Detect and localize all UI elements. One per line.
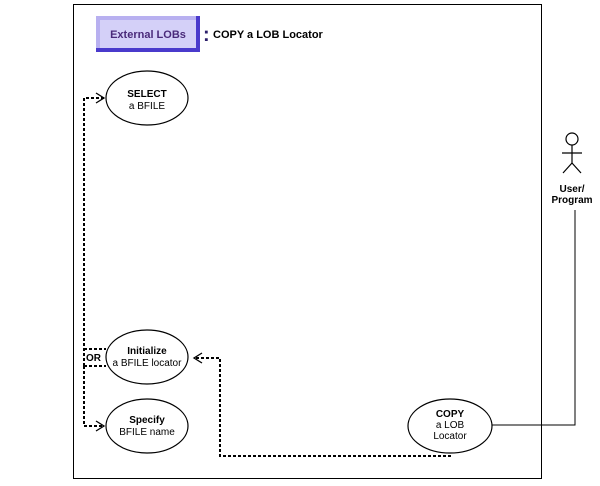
use-case-ellipse: [105, 329, 189, 385]
use-case-title: SELECT: [127, 89, 166, 100]
dependency-lines: [83, 97, 451, 457]
use-case-subtitle: a LOB: [436, 420, 465, 431]
arrowhead-initialize: [192, 352, 203, 364]
use-case-initialize-locator[interactable]: Initialize a BFILE locator: [105, 329, 189, 385]
arrowhead-specify: [95, 420, 106, 432]
use-case-title: Specify: [129, 415, 165, 426]
actor-user-program[interactable]: User/ Program: [551, 132, 593, 206]
actor-label-line1: User/: [559, 184, 584, 195]
use-case-title: COPY: [436, 409, 465, 420]
specify-connector: [83, 366, 104, 427]
actor-label-line2: Program: [551, 195, 592, 206]
select-connector: [83, 97, 104, 366]
use-case-select-bfile[interactable]: SELECT a BFILE: [105, 70, 189, 126]
use-case-specify-bfile-name[interactable]: Specify BFILE name: [105, 398, 189, 454]
or-label: OR: [86, 353, 102, 364]
use-case-ellipse: [105, 70, 189, 126]
use-case-ellipse: [105, 398, 189, 454]
use-case-subtitle: a BFILE: [129, 101, 165, 112]
title-separator: :: [203, 24, 210, 46]
use-case-subtitle: a BFILE locator: [113, 358, 183, 369]
actor-association-line: [492, 210, 576, 426]
badge-label: External LOBs: [110, 29, 186, 41]
use-case-subtitle: BFILE name: [119, 427, 175, 438]
system-boundary: [73, 4, 542, 479]
use-case-subtitle-2: Locator: [433, 431, 467, 442]
title-badge[interactable]: External LOBs: [96, 16, 200, 52]
badge-shadow: [96, 16, 200, 52]
actor-stick-figure-icon: [562, 132, 582, 174]
page-title: COPY a LOB Locator: [213, 29, 324, 41]
use-case-copy-lob-locator[interactable]: COPY a LOB Locator: [407, 398, 493, 454]
copy-to-initialize-connector: [194, 357, 451, 457]
badge-face: [100, 20, 196, 48]
arrowheads: [95, 92, 203, 432]
use-case-ellipse: [407, 398, 493, 454]
arrowhead-select: [95, 92, 106, 104]
use-case-title: Initialize: [127, 346, 167, 357]
